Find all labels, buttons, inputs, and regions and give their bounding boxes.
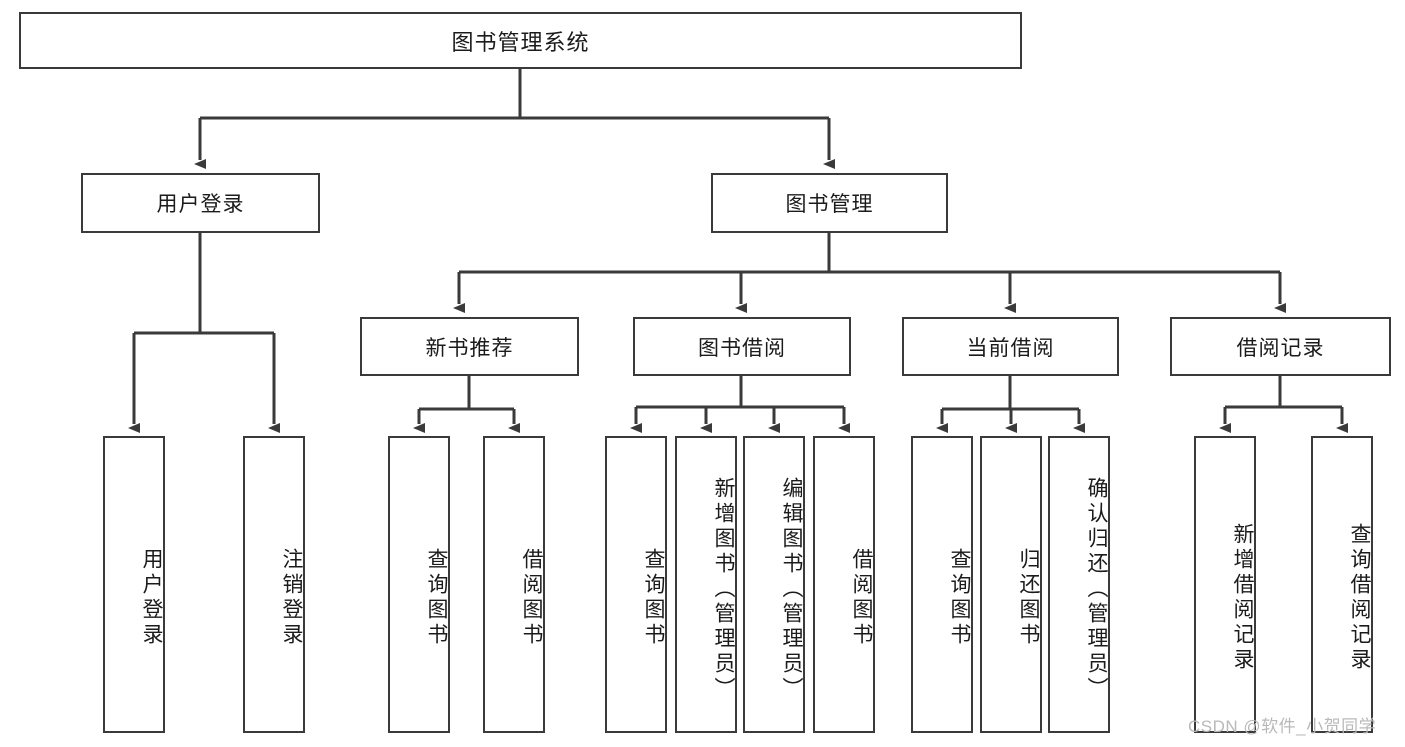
leaf-query-book-1[interactable]: 查询图书 bbox=[388, 436, 450, 733]
node-label: 图书管理 bbox=[785, 193, 874, 216]
node-label: 查询图书 bbox=[425, 547, 448, 648]
leaf-confirm-return[interactable]: 确认归还（管理员） bbox=[1048, 436, 1110, 733]
node-label: 借阅图书 bbox=[520, 547, 543, 648]
node-label: 查询借阅记录 bbox=[1348, 522, 1371, 673]
node-label: 查询图书 bbox=[642, 547, 665, 648]
node-label: 编辑图书（管理员） bbox=[780, 477, 803, 702]
node-book-borrow[interactable]: 图书借阅 bbox=[633, 317, 851, 376]
leaf-borrow-book-2[interactable]: 借阅图书 bbox=[813, 436, 875, 733]
leaf-query-book-3[interactable]: 查询图书 bbox=[911, 436, 973, 733]
leaf-query-book-2[interactable]: 查询图书 bbox=[605, 436, 667, 733]
leaf-add-record[interactable]: 新增借阅记录 bbox=[1194, 436, 1256, 733]
node-book-management[interactable]: 图书管理 bbox=[711, 173, 948, 233]
leaf-edit-book[interactable]: 编辑图书（管理员） bbox=[743, 436, 805, 733]
leaf-user-login[interactable]: 用户登录 bbox=[103, 436, 165, 733]
leaf-return-book[interactable]: 归还图书 bbox=[980, 436, 1042, 733]
node-new-book-recommend[interactable]: 新书推荐 bbox=[360, 317, 579, 376]
node-label: 查询图书 bbox=[948, 547, 971, 648]
leaf-logout-login[interactable]: 注销登录 bbox=[243, 436, 305, 733]
node-label: 图书借阅 bbox=[698, 336, 786, 360]
node-label: 新书推荐 bbox=[425, 336, 514, 360]
node-label: 借阅记录 bbox=[1236, 336, 1325, 360]
node-root-system[interactable]: 图书管理系统 bbox=[19, 12, 1022, 69]
node-current-borrow[interactable]: 当前借阅 bbox=[902, 317, 1119, 376]
csdn-watermark: CSDN @软件_小贺同学 bbox=[1188, 717, 1377, 736]
node-label: 注销登录 bbox=[280, 547, 303, 648]
leaf-add-book[interactable]: 新增图书（管理员） bbox=[675, 436, 737, 733]
node-borrow-record[interactable]: 借阅记录 bbox=[1170, 317, 1391, 376]
node-label: 新增借阅记录 bbox=[1231, 522, 1254, 673]
node-label: 确认归还（管理员） bbox=[1085, 477, 1108, 702]
leaf-borrow-book-1[interactable]: 借阅图书 bbox=[483, 436, 545, 733]
node-label: 归还图书 bbox=[1017, 547, 1040, 648]
leaf-query-record[interactable]: 查询借阅记录 bbox=[1311, 436, 1373, 733]
node-user-login[interactable]: 用户登录 bbox=[81, 173, 320, 233]
node-label: 借阅图书 bbox=[850, 547, 873, 648]
node-label: 图书管理系统 bbox=[451, 29, 590, 55]
node-label: 新增图书（管理员） bbox=[712, 477, 735, 702]
node-label: 用户登录 bbox=[156, 193, 245, 216]
node-label: 用户登录 bbox=[140, 547, 163, 648]
node-label: 当前借阅 bbox=[966, 336, 1055, 360]
